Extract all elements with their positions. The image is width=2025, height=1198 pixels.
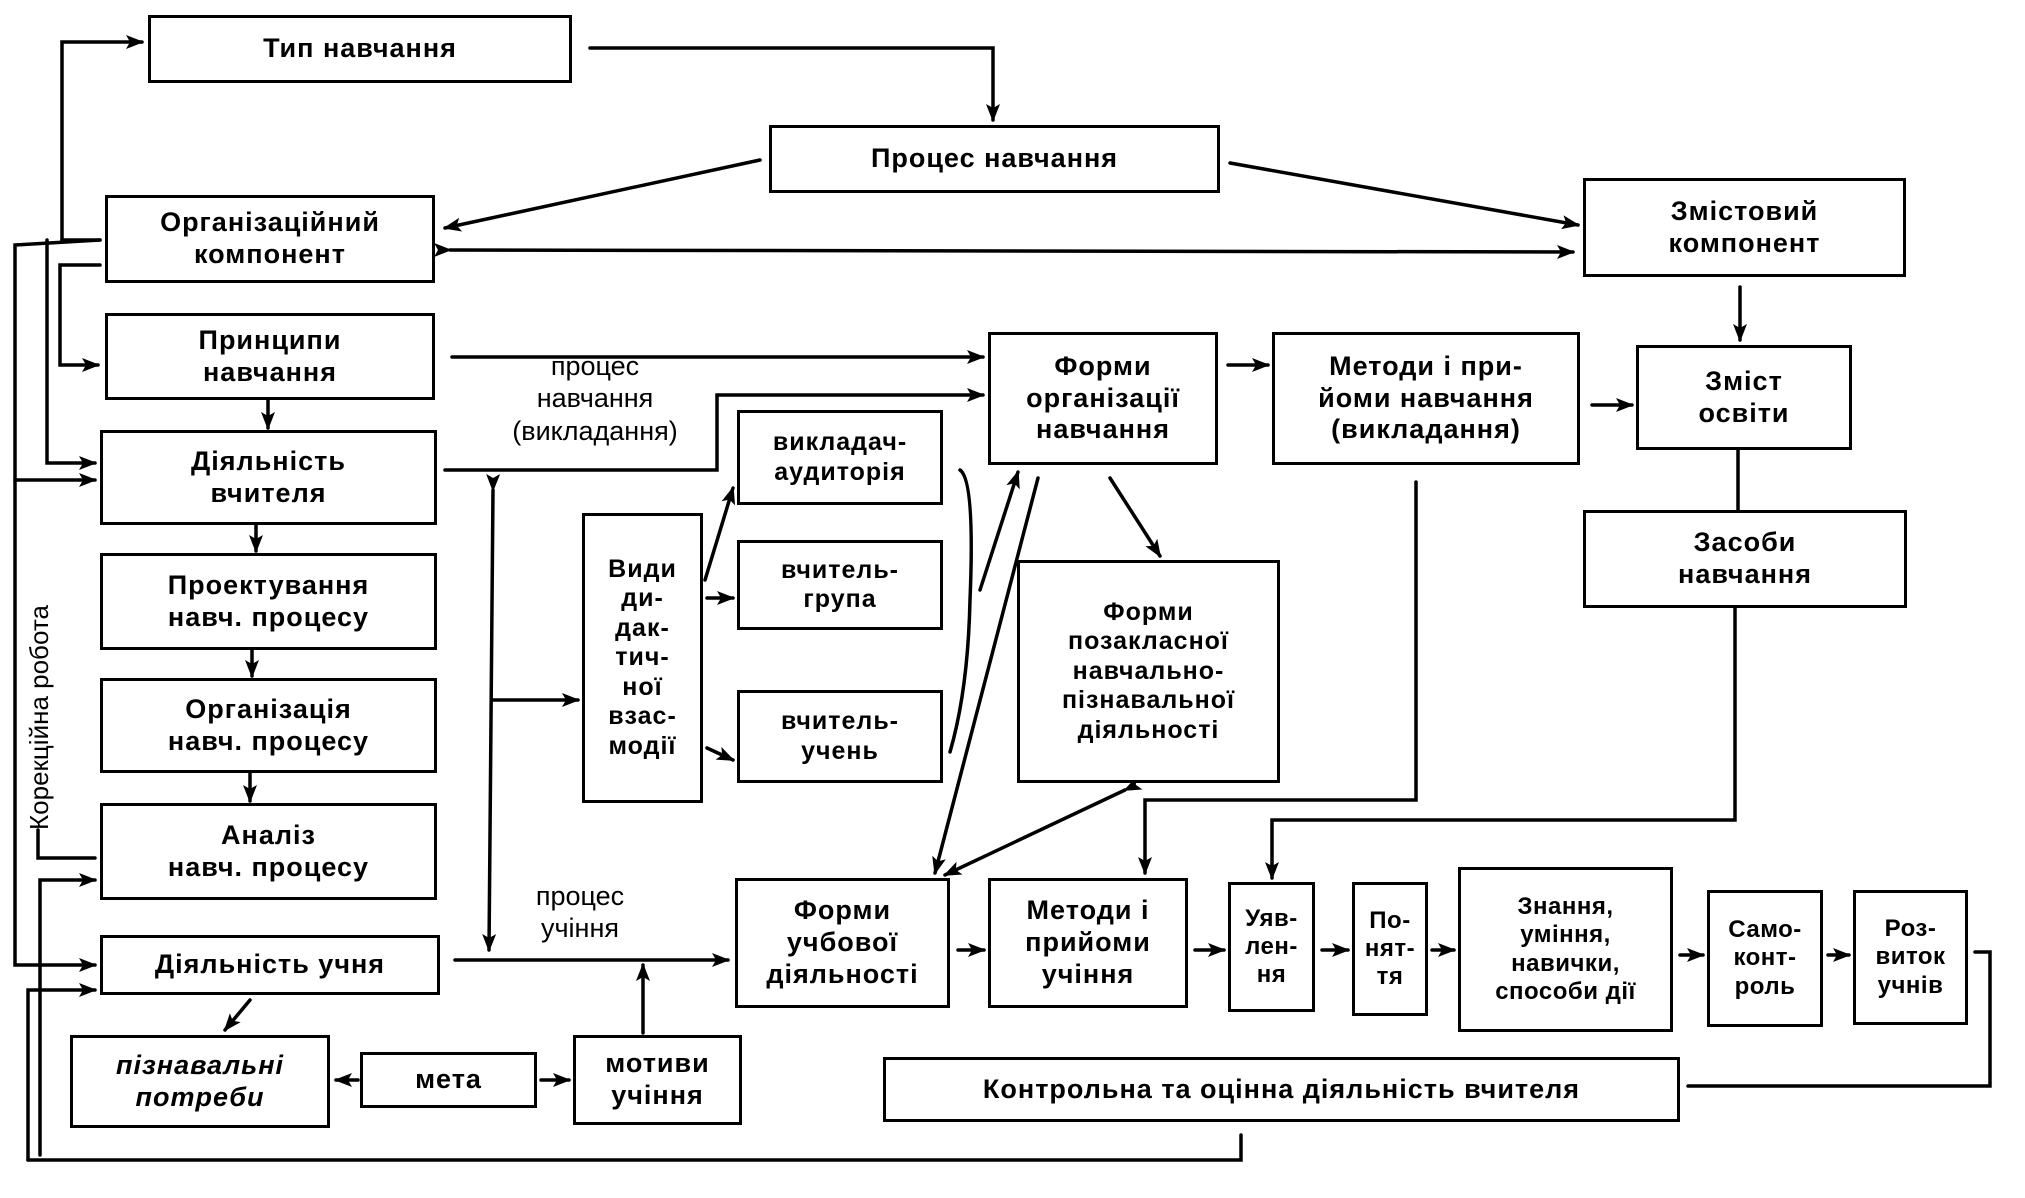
box-organizational-component: Організаційний компонент [105, 195, 435, 283]
box-teaching-means: Засоби навчання [1583, 510, 1907, 608]
box-type-of-learning: Тип навчання [148, 15, 572, 83]
box-student-activity: Діяльність учня [100, 935, 440, 995]
box-knowledge-skills: Знання, уміння, навички, способи дії [1458, 867, 1673, 1032]
box-learning-process: Процес навчання [769, 125, 1220, 193]
label-learning-process: процес учіння [535, 881, 625, 944]
arrow-means-representations [1265, 606, 1737, 880]
arrow-org-content [433, 242, 1575, 259]
arrow-extracurricular-study [943, 776, 1143, 877]
arrow-to-principles [58, 263, 102, 372]
box-designing: Проектування навч. процесу [100, 553, 437, 650]
arrow-to-teacher [45, 238, 97, 470]
arrow-to-student [26, 983, 97, 1162]
box-teacher-audience: викладач- аудиторія [737, 410, 943, 505]
arrow-teacher-forms [443, 388, 985, 472]
box-representations: Уяв- лен- ня [1228, 882, 1315, 1012]
arrow-interaction-student [705, 746, 735, 762]
box-student-development: Роз- виток учнів [1853, 890, 1968, 1025]
box-principles: Принципи навчання [105, 313, 435, 400]
box-methods-teaching: Методи і при- йоми навчання (викладання) [1272, 332, 1580, 465]
brace-subtypes [948, 468, 973, 754]
box-methods-learning: Методи і прийоми учіння [988, 878, 1188, 1008]
arrow-interaction-audience [703, 486, 736, 582]
label-correction-work: Корекційна робота [24, 605, 54, 830]
box-analysis: Аналіз навч. процесу [100, 803, 437, 900]
arrow-brace-forms [978, 470, 1020, 592]
arrow-to-analysis [38, 873, 97, 1157]
correction-loop [13, 238, 102, 972]
arrow-student-needs [223, 998, 252, 1032]
box-teacher-activity: Діяльність вчителя [100, 430, 437, 525]
label-teaching-process: процес навчання (викладання) [512, 351, 678, 446]
arrow-methods-learning [1138, 480, 1418, 875]
arrow-bus-to-type [60, 35, 144, 242]
box-teacher-student: вчитель- учень [737, 690, 943, 783]
control-to-loop [26, 1133, 1243, 1162]
box-forms-organization: Форми організації навчання [988, 332, 1218, 465]
arrow-dev-control [1686, 950, 1992, 1088]
box-study-forms: Форми учбової діяльності [735, 878, 950, 1008]
box-motives: мотиви учіння [573, 1035, 742, 1125]
arrow-teacher-student-axis [482, 473, 501, 952]
arrow-forms-extracurricular [1108, 476, 1162, 558]
box-interaction-types: Види ди- дак- тич- ної взас- модії [582, 513, 703, 803]
box-cognitive-needs: пізнавальні потреби [70, 1035, 330, 1128]
box-education-content: Зміст освіти [1636, 345, 1852, 450]
box-organization: Організація навч. процесу [100, 678, 437, 773]
arrow-process-to-content [1228, 161, 1580, 230]
box-concepts: По- нят- тя [1352, 882, 1428, 1016]
box-control-evaluation: Контрольна та оцінна діяльність вчителя [883, 1057, 1680, 1122]
arrow-process-to-org [443, 158, 762, 232]
box-self-control: Само- конт- роль [1707, 890, 1823, 1027]
analysis-out [36, 828, 97, 860]
box-goal: мета [360, 1052, 537, 1108]
box-content-component: Змістовий компонент [1583, 178, 1906, 277]
box-extracurricular-forms: Форми позакласної навчально- пізнавально… [1017, 560, 1280, 783]
box-teacher-group: вчитель- група [737, 540, 943, 630]
arrow-type-to-process [588, 46, 1000, 122]
